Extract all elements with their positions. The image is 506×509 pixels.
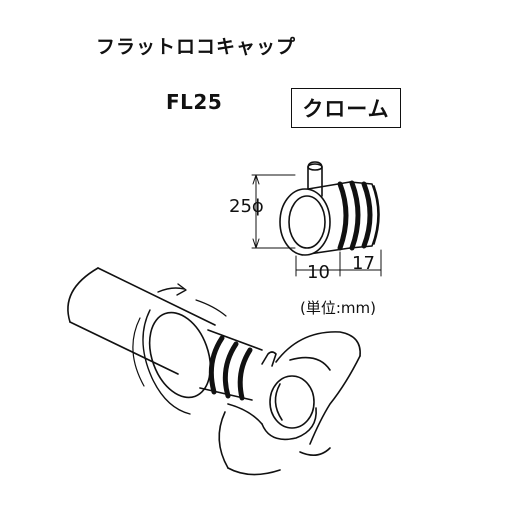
model-number: FL25 [166, 90, 223, 114]
length-b-label: 17 [352, 253, 375, 274]
cap-detail-drawing [251, 161, 382, 277]
finish-label: クローム [302, 97, 390, 121]
installation-drawing [67, 267, 361, 476]
diameter-label: 25ϕ [229, 196, 264, 217]
product-title: フラットロコキャップ [96, 36, 297, 58]
length-a-label: 10 [307, 262, 330, 283]
finish-box: クローム [291, 88, 401, 128]
unit-note: (単位:mm) [300, 299, 376, 317]
